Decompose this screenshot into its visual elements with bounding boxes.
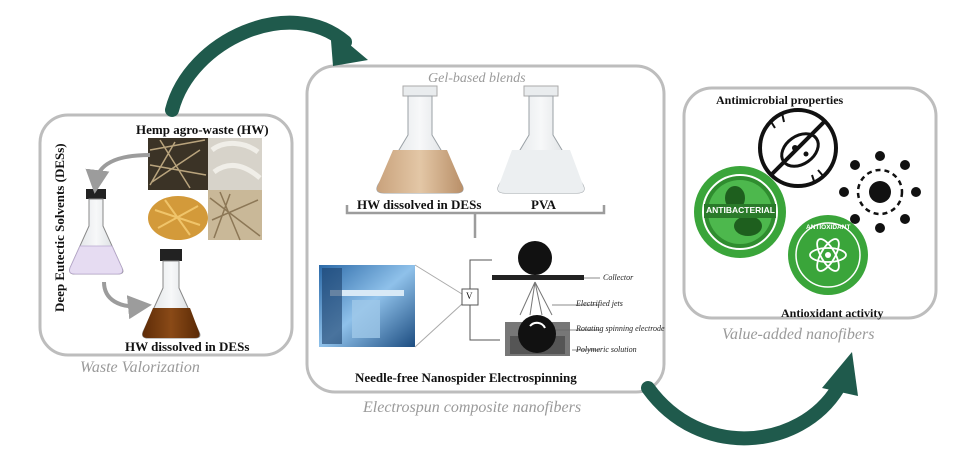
antimicrobial-label: Antimicrobial properties bbox=[716, 93, 844, 107]
collector-drum bbox=[518, 241, 552, 275]
collector-plate bbox=[492, 275, 584, 280]
hw-des-flask bbox=[376, 85, 464, 194]
zoom-lines bbox=[414, 264, 463, 348]
nanospider-label: Needle-free Nanospider Electrospinning bbox=[355, 370, 577, 385]
hemp-waste-label: Hemp agro-waste (HW) bbox=[136, 122, 269, 137]
des-flask bbox=[69, 189, 124, 275]
pva-label: PVA bbox=[531, 197, 557, 212]
callout-lines bbox=[552, 277, 600, 351]
voltage-label: V bbox=[466, 291, 473, 301]
antibacterial-badge-text: ANTIBACTERIAL bbox=[706, 205, 775, 215]
antioxidant-label: Antioxidant activity bbox=[781, 306, 884, 320]
electrospun-caption: Electrospun composite nanofibers bbox=[363, 399, 582, 416]
value-added-caption: Value-added nanofibers bbox=[722, 326, 875, 343]
antibacterial-badge bbox=[694, 166, 786, 258]
hemp-photo-collage bbox=[148, 138, 262, 241]
atom-ring-icon bbox=[839, 151, 921, 233]
value-panel bbox=[682, 86, 938, 320]
hw-des-flask-label: HW dissolved in DESs bbox=[357, 197, 482, 212]
solution-label: Polymeric solution bbox=[576, 345, 637, 354]
antioxidant-badge bbox=[788, 215, 868, 295]
electrospinning-photo bbox=[319, 265, 415, 347]
electrified-jets bbox=[519, 281, 553, 316]
des-vertical-label: Deep Eutectic Solvents (DESs) bbox=[52, 143, 67, 312]
collector-label: Collector bbox=[603, 273, 634, 282]
blend-bracket bbox=[345, 205, 606, 238]
hw-dissolved-label: HW dissolved in DESs bbox=[125, 339, 250, 354]
antioxidant-badge-text: ANTIOXIDANT bbox=[806, 224, 851, 231]
waste-valorization-caption: Waste Valorization bbox=[80, 359, 200, 376]
arrow-des-to-hw bbox=[102, 281, 152, 320]
antimicrobial-icon bbox=[758, 108, 838, 188]
hw-dissolved-flask bbox=[142, 249, 201, 339]
jets-label: Electrified jets bbox=[576, 299, 623, 308]
arrow-hemp-to-des bbox=[85, 153, 151, 194]
spinning-electrode bbox=[518, 315, 556, 353]
pva-flask bbox=[497, 85, 585, 194]
process-arrow-top bbox=[165, 15, 368, 117]
electrospinning-schematic bbox=[461, 241, 600, 356]
process-arrow-bottom bbox=[641, 352, 858, 446]
electrode-label: Rotating spinning electrode bbox=[576, 324, 665, 333]
gel-blends-header: Gel-based blends bbox=[428, 71, 526, 86]
